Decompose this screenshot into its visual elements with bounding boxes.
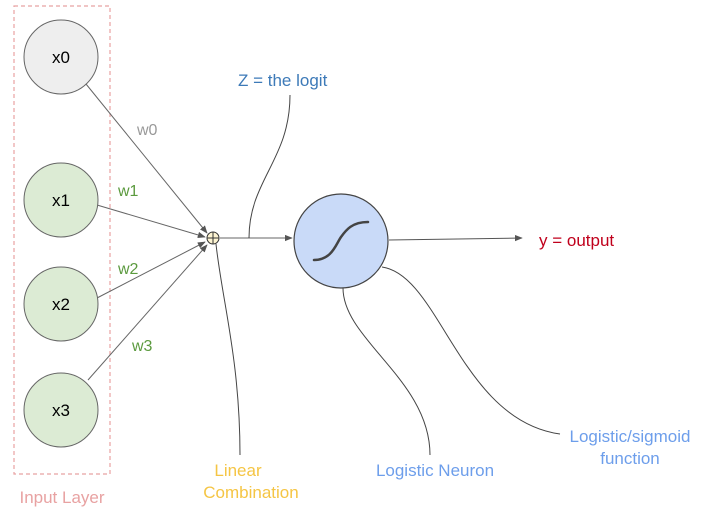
linear-combination-label-line1: Linear (214, 461, 262, 480)
logit-pointer-line (248, 94, 291, 239)
edge-neuron-output (388, 234, 523, 242)
input-label-x1: x1 (52, 191, 70, 210)
edge-x1-sum (96, 204, 206, 239)
weight-label-w2: w2 (117, 261, 139, 278)
logistic-neuron (293, 193, 389, 289)
sigmoid-function-label-line2: function (600, 449, 660, 468)
logit-label: Z = the logit (238, 71, 328, 90)
neuron-pointer-line (342, 287, 431, 456)
input-node-x3 (23, 372, 99, 448)
input-label-x2: x2 (52, 295, 70, 314)
weight-label-w1: w1 (117, 183, 139, 200)
output-label: y = output (539, 231, 614, 250)
edge-x2-sum (96, 241, 206, 299)
sigmoid-curve-icon (312, 220, 370, 262)
sum-node-icon (206, 231, 220, 245)
input-node-x2 (23, 266, 99, 342)
edge-x0-sum (85, 83, 208, 234)
input-layer-label: Input Layer (19, 488, 104, 507)
input-label-x0: x0 (52, 48, 70, 67)
sigmoid-pointer-line (381, 266, 561, 435)
weight-label-w0: w0 (136, 122, 158, 139)
weight-label-w3: w3 (131, 338, 153, 355)
input-layer-box (13, 5, 111, 475)
linear-combination-label-line2: Combination (203, 483, 298, 502)
edge-x3-sum (87, 244, 208, 381)
input-label-x3: x3 (52, 401, 70, 420)
linear-combination-pointer-line (215, 243, 241, 456)
logistic-neuron-label: Logistic Neuron (376, 461, 494, 480)
sigmoid-function-label-line1: Logistic/sigmoid (570, 427, 691, 446)
input-node-x0 (23, 19, 99, 95)
input-node-x1 (23, 162, 99, 238)
